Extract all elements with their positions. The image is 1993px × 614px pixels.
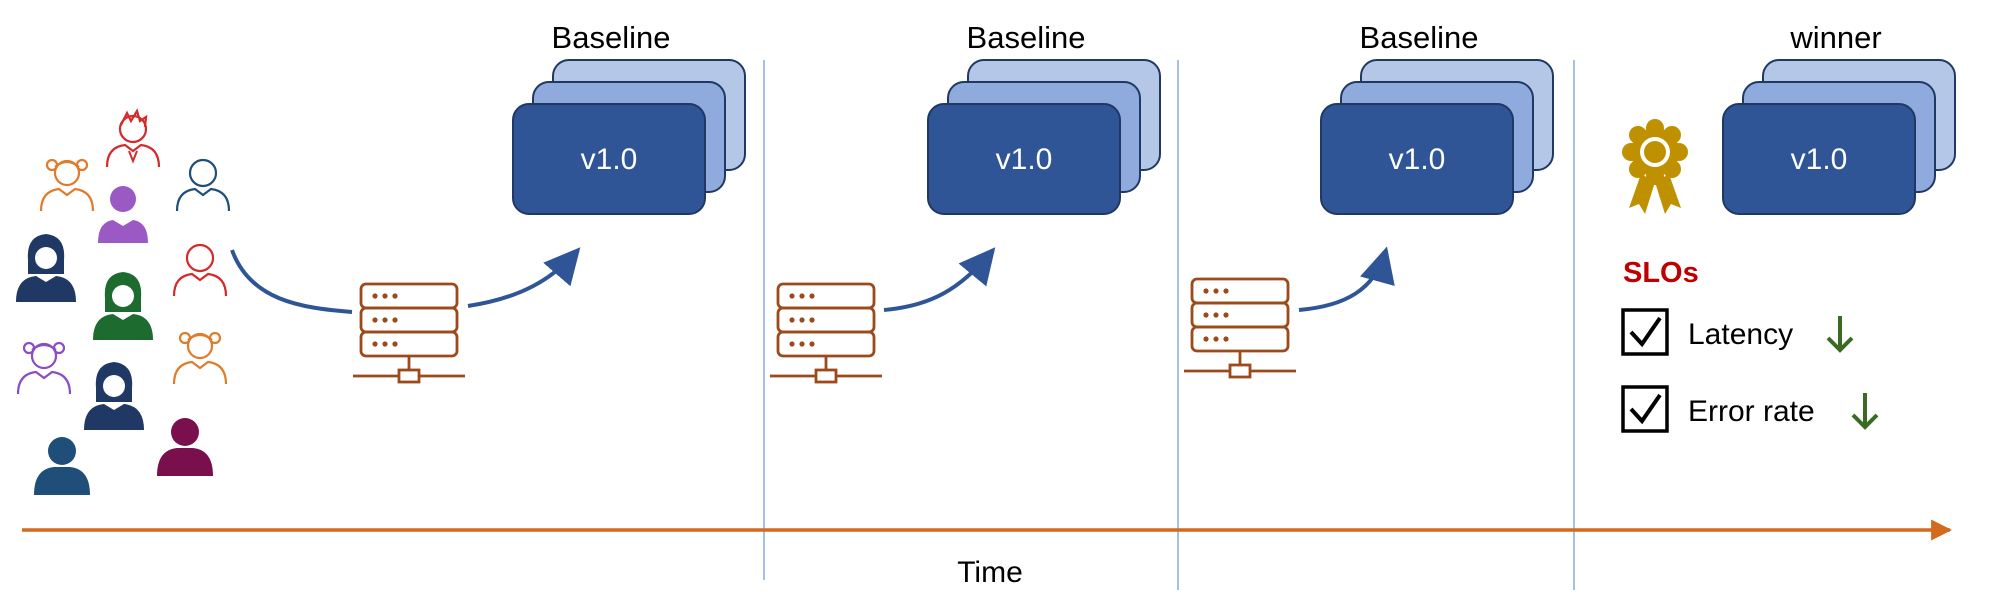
stage-heading: Baseline <box>967 20 1086 55</box>
stage-heading: Baseline <box>1360 20 1479 55</box>
version-card-stack: v1.0 <box>927 59 1161 215</box>
stage-1: Baseline v1.0 <box>512 20 746 215</box>
user-icon <box>16 341 72 396</box>
server-rack-icon <box>1182 277 1298 379</box>
server-rack-icon <box>768 282 884 384</box>
slos-title: SLOs <box>1623 257 1699 289</box>
version-label: v1.0 <box>581 143 638 176</box>
user-icon <box>34 437 90 495</box>
user-icon <box>98 186 148 243</box>
version-card-stack: v1.0 <box>512 59 746 215</box>
stage-heading: winner <box>1789 20 1881 55</box>
user-icon <box>16 234 76 302</box>
user-icon <box>172 331 228 386</box>
down-arrow-icon <box>1851 393 1879 430</box>
user-icon <box>105 109 161 169</box>
award-ribbon-icon <box>1622 119 1688 214</box>
slo-label: Latency <box>1688 318 1793 351</box>
slo-item-latency: Latency <box>1621 308 1854 356</box>
user-icon <box>39 158 95 213</box>
version-label: v1.0 <box>1389 143 1446 176</box>
checkbox-icon <box>1621 385 1669 433</box>
version-label: v1.0 <box>1791 143 1848 176</box>
stage-winner: winner v1.0 SLOs Latency <box>1621 20 1956 433</box>
user-group-icon <box>16 109 231 495</box>
server-rack-icon <box>351 282 467 384</box>
stage-3: Baseline v1.0 <box>1320 20 1554 215</box>
user-icon <box>84 362 144 430</box>
version-card-stack: v1.0 <box>1320 59 1554 215</box>
traffic-curve <box>230 249 353 314</box>
flow-arrow <box>883 247 996 312</box>
time-axis-label: Time <box>957 556 1023 589</box>
checkbox-icon <box>1621 308 1669 356</box>
flow-arrow <box>1298 246 1395 312</box>
user-icon <box>93 272 153 340</box>
slo-item-error-rate: Error rate <box>1621 385 1879 433</box>
flow-arrow <box>467 247 581 308</box>
version-label: v1.0 <box>996 143 1053 176</box>
slo-label: Error rate <box>1688 395 1815 428</box>
version-card-stack: v1.0 <box>1722 59 1956 215</box>
stage-2: Baseline v1.0 <box>927 20 1161 215</box>
user-icon <box>172 243 228 298</box>
down-arrow-icon <box>1826 316 1854 353</box>
stage-heading: Baseline <box>552 20 671 55</box>
user-icon <box>157 418 213 476</box>
user-icon <box>175 158 231 213</box>
